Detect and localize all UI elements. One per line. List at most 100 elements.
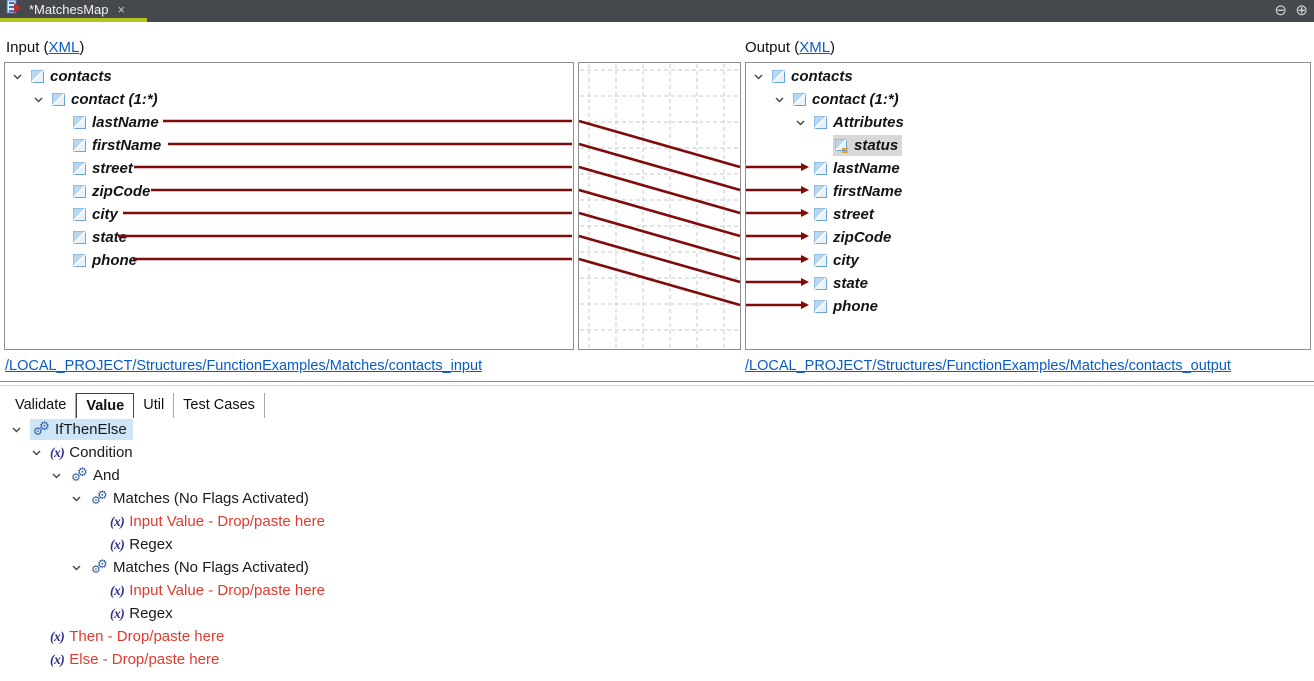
xml-element-icon	[814, 116, 827, 129]
node-label: Input Value - Drop/paste here	[129, 513, 325, 530]
fx-icon: (x)	[110, 605, 125, 621]
xml-element-icon	[73, 116, 86, 129]
fx-icon: (x)	[110, 536, 125, 552]
tree-node-matches-1[interactable]: ⚙⚙ Matches (No Flags Activated)	[0, 487, 325, 510]
tree-node-condition[interactable]: (x) Condition	[0, 441, 325, 464]
mapping-canvas[interactable]	[578, 62, 741, 350]
tree-node-lastname[interactable]: lastName	[746, 157, 1310, 180]
chevron-down-icon[interactable]	[794, 119, 814, 126]
node-label: city	[833, 252, 859, 269]
tree-node-phone[interactable]: phone	[5, 249, 573, 272]
chevron-down-icon[interactable]	[50, 472, 70, 479]
tab-test-cases[interactable]: Test Cases	[174, 393, 265, 418]
node-label: Matches (No Flags Activated)	[113, 559, 309, 576]
tree-node-regex-1[interactable]: (x) Regex	[0, 533, 325, 556]
tree-node-and[interactable]: ⚙⚙ And	[0, 464, 325, 487]
input-xml-link[interactable]: XML	[48, 39, 80, 56]
xml-element-icon	[73, 139, 86, 152]
tab-validate[interactable]: Validate	[6, 393, 77, 418]
chevron-down-icon[interactable]	[70, 495, 90, 502]
node-label: contact (1:*)	[71, 91, 158, 108]
tree-node-else[interactable]: (x) Else - Drop/paste here	[0, 648, 325, 671]
tree-node-zipcode[interactable]: zipCode	[746, 226, 1310, 249]
tree-node-state[interactable]: state	[746, 272, 1310, 295]
collapse-circle-icon[interactable]: ⊖	[1274, 2, 1287, 19]
tree-node-city[interactable]: city	[5, 203, 573, 226]
tree-node-contact[interactable]: contact (1:*)	[746, 88, 1310, 111]
output-path-link[interactable]: /LOCAL_PROJECT/Structures/FunctionExampl…	[745, 358, 1231, 374]
tree-node-regex-2[interactable]: (x) Regex	[0, 602, 325, 625]
document-tab-bar: *MatchesMap × ⊖ ⊕	[0, 0, 1314, 22]
node-label: And	[93, 467, 120, 484]
node-label: firstName	[92, 137, 162, 154]
input-path-link[interactable]: /LOCAL_PROJECT/Structures/FunctionExampl…	[5, 358, 483, 374]
document-tab[interactable]: *MatchesMap ×	[0, 0, 125, 18]
output-structure-panel: contacts contact (1:*) Attributes status…	[745, 62, 1311, 350]
function-gears-icon: ⚙⚙	[33, 419, 50, 438]
chevron-down-icon[interactable]	[10, 426, 30, 433]
chevron-down-icon[interactable]	[773, 96, 793, 103]
xml-element-icon	[814, 185, 827, 198]
node-label: IfThenElse	[55, 421, 127, 438]
tree-node-attributes[interactable]: Attributes	[746, 111, 1310, 134]
node-label: city	[92, 206, 118, 223]
mapping-document-icon	[6, 0, 22, 19]
tree-node-state[interactable]: state	[5, 226, 573, 249]
node-label: zipCode	[92, 183, 151, 200]
xml-element-icon	[52, 93, 65, 106]
chevron-down-icon[interactable]	[32, 96, 52, 103]
node-label: state	[92, 229, 128, 246]
tab-close-icon[interactable]: ×	[117, 1, 126, 17]
chevron-down-icon[interactable]	[11, 73, 31, 80]
fx-icon: (x)	[110, 513, 125, 529]
tree-node-ifthenelse[interactable]: ⚙⚙ IfThenElse	[0, 418, 325, 441]
tree-node-zipcode[interactable]: zipCode	[5, 180, 573, 203]
value-function-tree: ⚙⚙ IfThenElse (x) Condition ⚙⚙ And ⚙⚙ Ma…	[0, 418, 325, 671]
output-xml-link[interactable]: XML	[799, 39, 831, 56]
tab-value[interactable]: Value	[76, 393, 135, 418]
tree-node-contact[interactable]: contact (1:*)	[5, 88, 573, 111]
node-label: state	[833, 275, 869, 292]
tree-node-status[interactable]: status	[746, 134, 1310, 157]
tree-node-street[interactable]: street	[5, 157, 573, 180]
tree-node-city[interactable]: city	[746, 249, 1310, 272]
node-label: phone	[833, 298, 878, 315]
xml-element-icon	[814, 231, 827, 244]
fx-icon: (x)	[50, 628, 65, 644]
fx-icon: (x)	[50, 444, 65, 460]
tree-node-input-value-1[interactable]: (x) Input Value - Drop/paste here	[0, 510, 325, 533]
xml-element-icon	[814, 162, 827, 175]
input-structure-panel: contacts contact (1:*) lastName firstNam…	[4, 62, 574, 350]
horizontal-splitter[interactable]	[0, 381, 1314, 382]
tree-node-lastname[interactable]: lastName	[5, 111, 573, 134]
tab-util[interactable]: Util	[134, 393, 175, 418]
input-pane-header: Input (XML)	[6, 39, 85, 56]
tree-node-contacts[interactable]: contacts	[5, 65, 573, 88]
node-label: contacts	[791, 68, 853, 85]
xml-element-icon	[814, 277, 827, 290]
selected-row-highlight: ⚙⚙ IfThenElse	[30, 419, 133, 440]
function-gears-icon: ⚙⚙	[91, 557, 108, 576]
node-label: Then - Drop/paste here	[69, 628, 225, 645]
chevron-down-icon[interactable]	[70, 564, 90, 571]
node-label: contact (1:*)	[812, 91, 899, 108]
node-label: contacts	[50, 68, 112, 85]
status-highlight: status	[833, 135, 903, 156]
tree-node-street[interactable]: street	[746, 203, 1310, 226]
tree-node-input-value-2[interactable]: (x) Input Value - Drop/paste here	[0, 579, 325, 602]
expand-circle-icon[interactable]: ⊕	[1295, 2, 1308, 19]
node-label: lastName	[833, 160, 900, 177]
chevron-down-icon[interactable]	[752, 73, 772, 80]
node-label: phone	[92, 252, 137, 269]
chevron-down-icon[interactable]	[30, 449, 50, 456]
tree-node-contacts[interactable]: contacts	[746, 65, 1310, 88]
node-label: zipCode	[833, 229, 892, 246]
tree-node-matches-2[interactable]: ⚙⚙ Matches (No Flags Activated)	[0, 556, 325, 579]
tree-node-firstname[interactable]: firstName	[5, 134, 573, 157]
node-label: street	[92, 160, 133, 177]
node-label: firstName	[833, 183, 903, 200]
tree-node-then[interactable]: (x) Then - Drop/paste here	[0, 625, 325, 648]
tree-node-firstname[interactable]: firstName	[746, 180, 1310, 203]
xml-attribute-icon	[835, 138, 849, 153]
tree-node-phone[interactable]: phone	[746, 295, 1310, 318]
